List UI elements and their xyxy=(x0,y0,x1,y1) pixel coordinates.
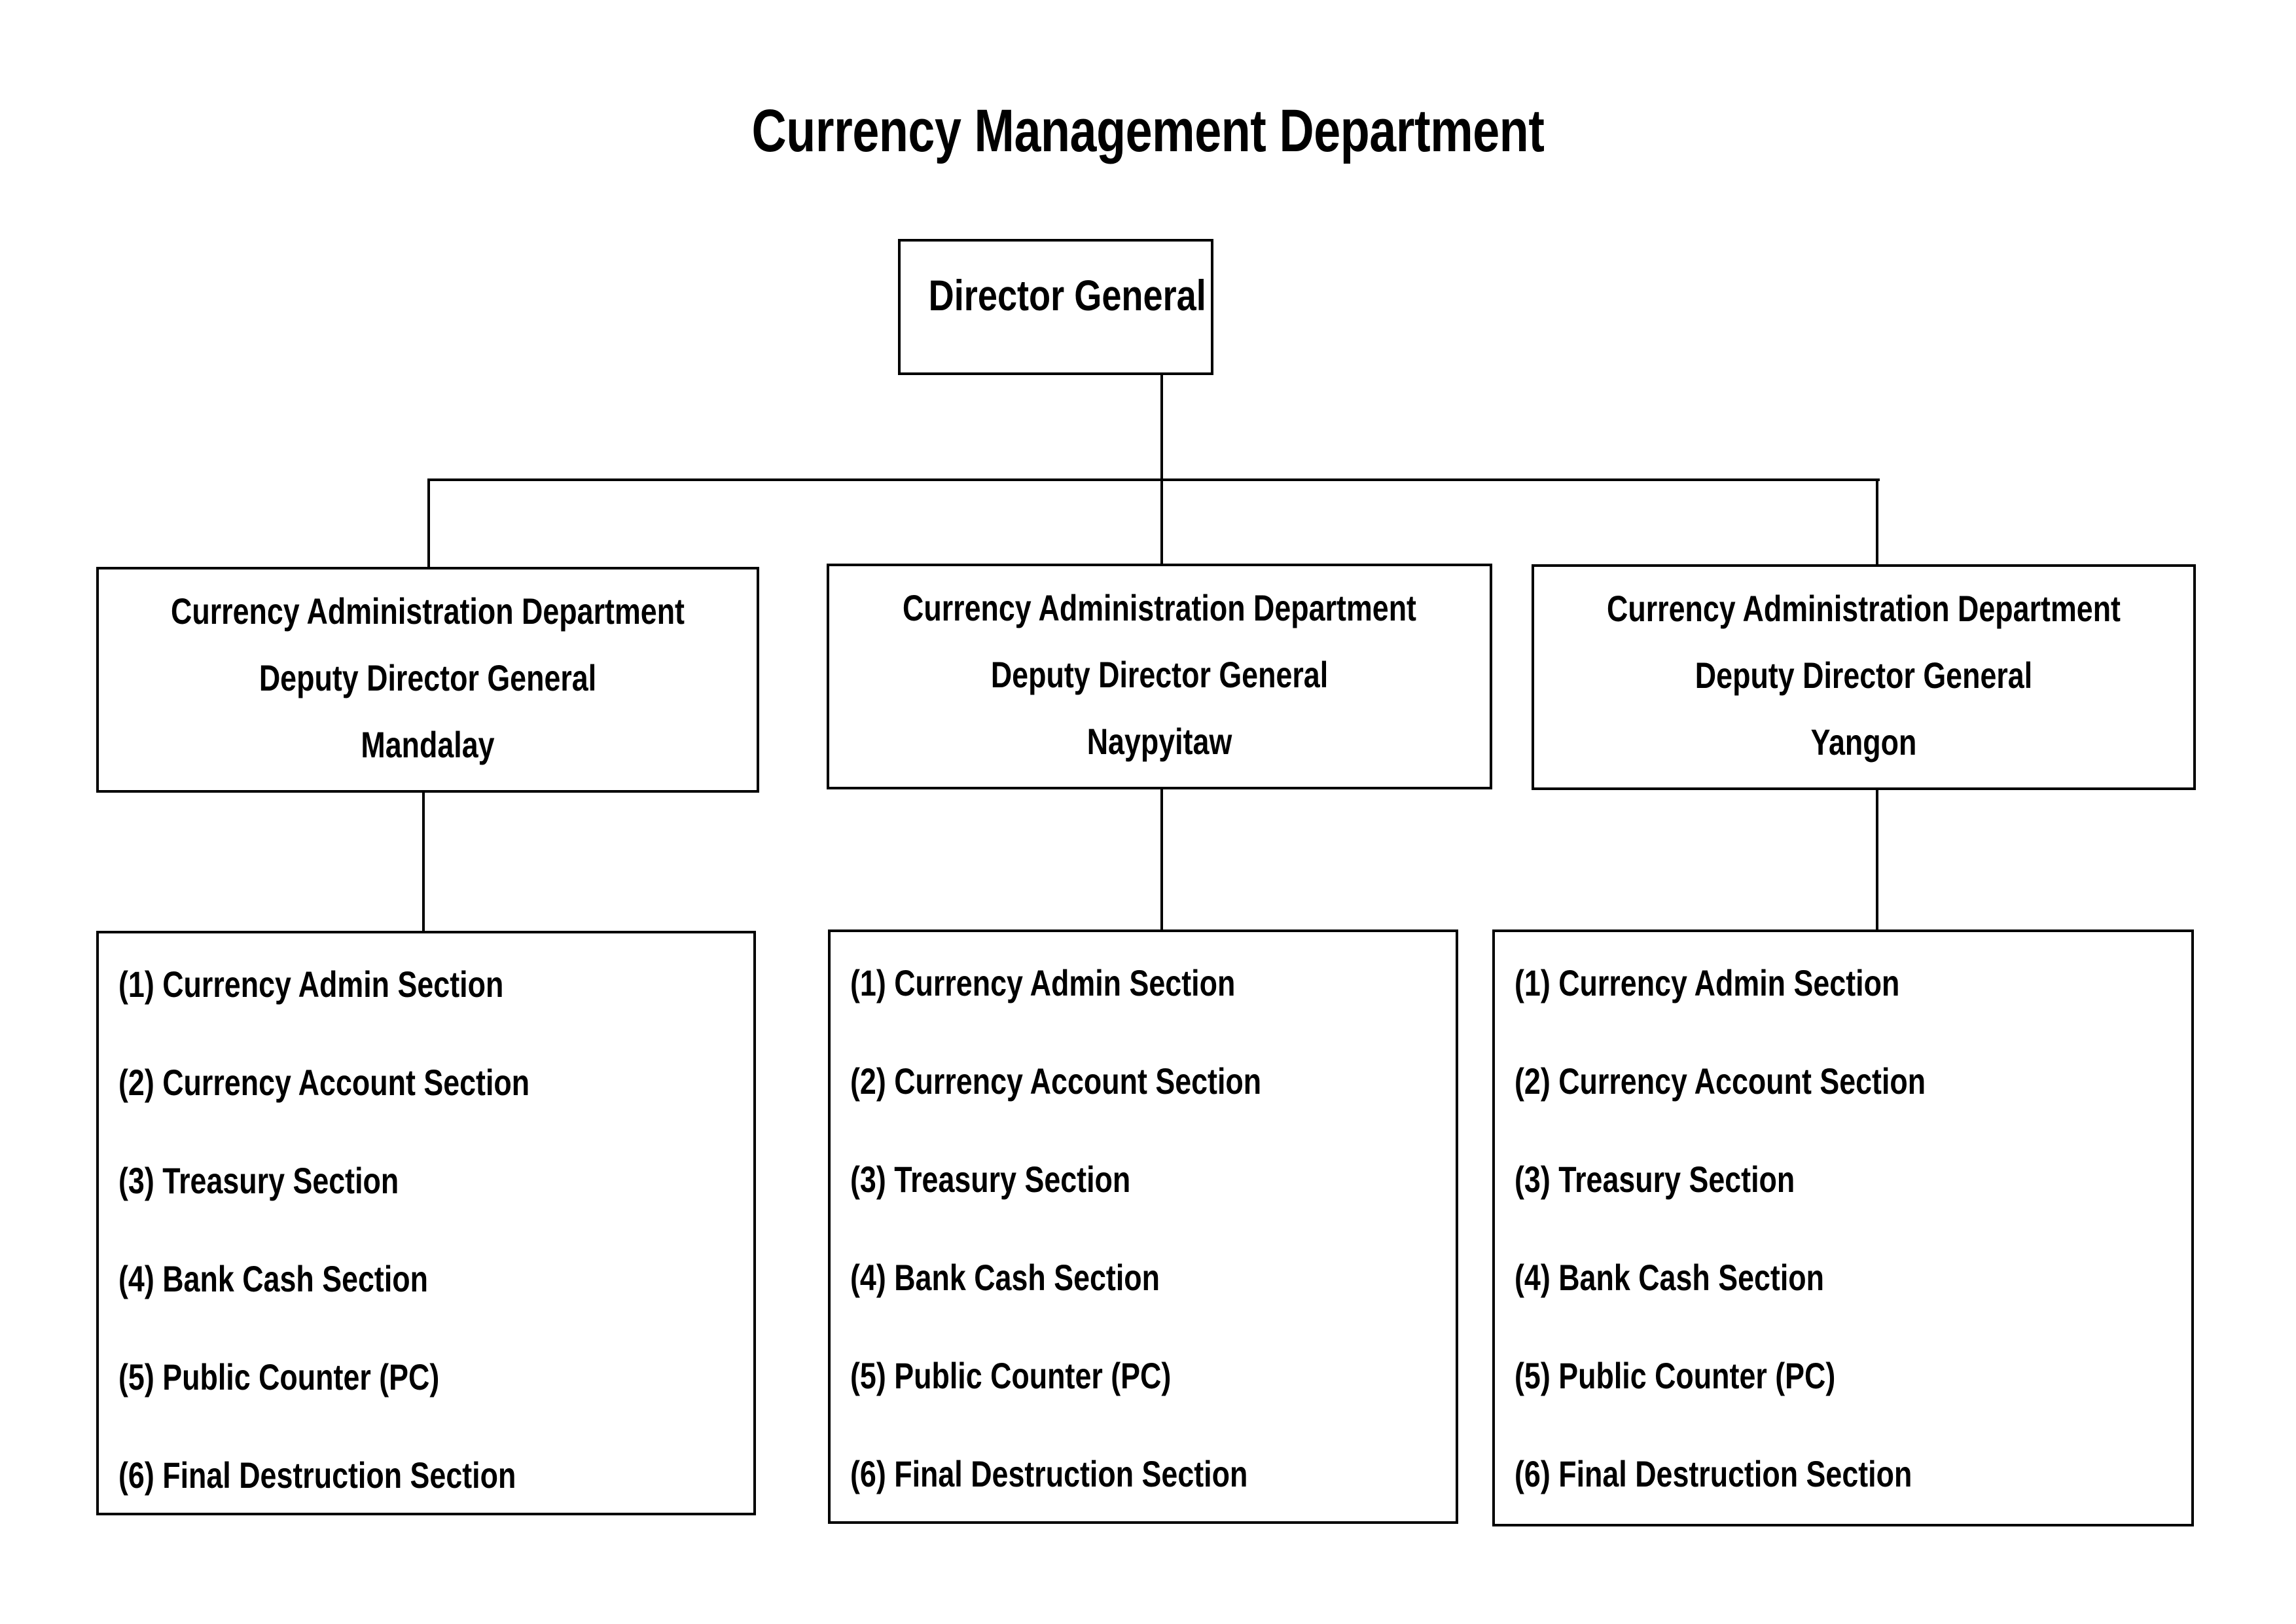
connector-root-stem xyxy=(1160,374,1163,481)
list-item: (6) Final Destruction Section xyxy=(850,1453,1248,1494)
department-name: Currency Administration Department xyxy=(1607,588,2121,629)
node-director-general[interactable]: Director General xyxy=(898,239,1213,375)
director-general-label: Director General xyxy=(928,271,1206,319)
department-location: Yangon xyxy=(1810,721,1917,763)
list-item: (5) Public Counter (PC) xyxy=(850,1355,1172,1396)
list-item: (5) Public Counter (PC) xyxy=(1515,1355,1836,1396)
list-item: (3) Treasury Section xyxy=(850,1159,1131,1200)
page-title: Currency Management Department xyxy=(751,98,1545,164)
node-department-naypyitaw[interactable]: Currency Administration Department Deput… xyxy=(827,564,1492,789)
list-item: (1) Currency Admin Section xyxy=(850,962,1236,1003)
connector-drop-mandalay xyxy=(427,478,430,568)
list-item: (1) Currency Admin Section xyxy=(1515,962,1900,1003)
department-role: Deputy Director General xyxy=(259,657,597,698)
section-list-mandalay: (1) Currency Admin Section (2) Currency … xyxy=(118,966,747,1555)
list-item: (4) Bank Cash Section xyxy=(850,1257,1160,1298)
list-item: (4) Bank Cash Section xyxy=(118,1258,429,1299)
department-naypyitaw-lines: Currency Administration Department Deput… xyxy=(829,590,1490,760)
connector-sections-naypyitaw xyxy=(1160,787,1163,931)
department-name: Currency Administration Department xyxy=(903,587,1416,628)
department-role: Deputy Director General xyxy=(990,654,1329,695)
node-sections-naypyitaw[interactable]: (1) Currency Admin Section (2) Currency … xyxy=(828,929,1458,1524)
list-item: (2) Currency Account Section xyxy=(1515,1060,1926,1102)
section-list-naypyitaw: (1) Currency Admin Section (2) Currency … xyxy=(850,965,1449,1554)
connector-horizontal-bus xyxy=(427,478,1880,481)
department-mandalay-lines: Currency Administration Department Deput… xyxy=(99,593,757,763)
connector-drop-naypyitaw xyxy=(1160,478,1163,565)
section-list-yangon: (1) Currency Admin Section (2) Currency … xyxy=(1515,965,2185,1554)
list-item: (2) Currency Account Section xyxy=(850,1060,1262,1102)
list-item: (4) Bank Cash Section xyxy=(1515,1257,1825,1298)
list-item: (6) Final Destruction Section xyxy=(118,1454,516,1496)
connector-sections-mandalay xyxy=(422,790,425,932)
department-role: Deputy Director General xyxy=(1695,655,2033,696)
list-item: (3) Treasury Section xyxy=(118,1160,399,1201)
department-name: Currency Administration Department xyxy=(171,590,685,632)
node-department-yangon[interactable]: Currency Administration Department Deput… xyxy=(1532,564,2196,790)
connector-drop-yangon xyxy=(1876,478,1878,566)
department-location: Mandalay xyxy=(361,724,495,765)
list-item: (1) Currency Admin Section xyxy=(118,964,504,1005)
list-item: (3) Treasury Section xyxy=(1515,1159,1795,1200)
department-yangon-lines: Currency Administration Department Deput… xyxy=(1534,590,2193,761)
connector-sections-yangon xyxy=(1876,789,1878,931)
list-item: (6) Final Destruction Section xyxy=(1515,1453,1912,1494)
node-sections-yangon[interactable]: (1) Currency Admin Section (2) Currency … xyxy=(1492,929,2194,1526)
node-sections-mandalay[interactable]: (1) Currency Admin Section (2) Currency … xyxy=(96,931,756,1515)
node-department-mandalay[interactable]: Currency Administration Department Deput… xyxy=(96,567,759,793)
department-location: Naypyitaw xyxy=(1086,721,1232,762)
list-item: (5) Public Counter (PC) xyxy=(118,1356,440,1398)
list-item: (2) Currency Account Section xyxy=(118,1062,530,1103)
